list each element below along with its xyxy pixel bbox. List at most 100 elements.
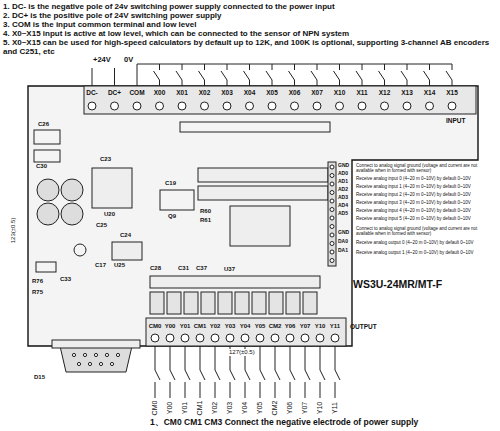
label-text: CM0	[149, 323, 162, 330]
terminal-screw	[330, 191, 334, 195]
wire	[305, 346, 306, 370]
relay	[167, 292, 181, 314]
label-text: Y10	[315, 323, 326, 330]
pin-label: CM2	[271, 401, 279, 416]
label-text: X11	[356, 89, 367, 96]
wire	[260, 346, 261, 370]
pin-label: Y06	[286, 402, 294, 414]
wire	[452, 64, 453, 70]
label-text: AD3	[338, 195, 348, 201]
relay	[252, 292, 266, 314]
wire	[401, 71, 407, 80]
relay	[150, 292, 164, 314]
note-text: Connect to analog signal ground (voltage…	[356, 163, 496, 173]
wire	[362, 80, 363, 86]
wire	[92, 68, 93, 86]
label-text: CM2	[269, 323, 282, 330]
note-text: WS3U-24MR/MT-F	[353, 278, 443, 290]
wire	[407, 64, 408, 70]
pin-label: Y07	[301, 402, 309, 414]
pin-label: Y02	[211, 402, 219, 414]
wire	[215, 346, 216, 370]
wire	[137, 64, 452, 65]
terminal-screw	[105, 353, 108, 356]
wire	[114, 68, 115, 86]
wire	[159, 64, 160, 70]
label-text: R60	[200, 208, 211, 215]
label-text: DA1	[338, 248, 348, 254]
label-text: Y01	[180, 323, 191, 330]
wire	[200, 370, 205, 380]
wire	[334, 71, 340, 80]
wire	[199, 71, 205, 80]
note-text: Receive analog output 1 (4~20 m 0~10V) b…	[356, 250, 496, 255]
relay	[269, 292, 283, 314]
wire	[335, 382, 336, 398]
note-text: 4. X0~X15 input is active at low level, …	[3, 29, 497, 38]
wire	[272, 64, 273, 70]
label-text: Y06	[285, 323, 296, 330]
wire	[272, 80, 273, 86]
terminal-screw	[426, 102, 434, 110]
wire	[200, 382, 201, 398]
wire	[249, 80, 250, 86]
wire	[154, 71, 160, 80]
wire	[155, 346, 156, 370]
wire	[245, 370, 250, 380]
note-text: 1. DC- is the negative pole of 24v switc…	[3, 2, 497, 11]
label-text: Y02	[210, 323, 221, 330]
wire	[429, 80, 430, 86]
wire	[185, 382, 186, 398]
label-text: X01	[176, 89, 188, 96]
wire	[182, 64, 183, 70]
label-text: R61	[200, 217, 211, 224]
label-text: R75	[32, 289, 43, 296]
label-text: D15	[34, 374, 45, 381]
terminal-screw	[330, 250, 334, 254]
wire	[227, 64, 228, 70]
label-text: R76	[32, 278, 43, 285]
label-text: Y00	[165, 323, 176, 330]
terminal-screw	[99, 362, 102, 365]
label-text: AD2	[338, 187, 348, 193]
label-text: X03	[221, 89, 233, 96]
wire	[289, 71, 295, 80]
terminal-screw	[256, 334, 264, 342]
wire	[320, 370, 325, 380]
terminal-screw	[271, 334, 279, 342]
label-text: C28	[150, 265, 161, 272]
wire	[290, 370, 295, 380]
note-text: 5. X0~X15 can be used for high-speed cal…	[3, 38, 497, 56]
label-text: U20	[104, 211, 115, 218]
terminal-screw	[301, 334, 309, 342]
wire	[424, 71, 430, 80]
terminal-screw	[88, 362, 91, 365]
pin-label: Y00	[166, 402, 174, 414]
label-text: AD1	[338, 179, 348, 185]
wire	[407, 80, 408, 86]
terminal-screw	[166, 334, 174, 342]
label-text: AD5	[338, 211, 348, 217]
pin-label: CM0	[151, 401, 159, 416]
terminal-screw	[330, 242, 334, 246]
label-text: CM1	[194, 323, 207, 330]
wire	[170, 382, 171, 398]
label-text: Y05	[255, 323, 266, 330]
pin-label: Y10	[316, 402, 324, 414]
wire	[176, 71, 182, 80]
label-text: DC-	[86, 89, 98, 96]
terminal-screw	[448, 102, 456, 110]
wire	[362, 64, 363, 70]
label-text: X02	[199, 89, 211, 96]
wire	[221, 71, 227, 80]
label-text: Y03	[225, 323, 236, 330]
wire	[294, 64, 295, 70]
terminal-screw	[268, 102, 276, 110]
wire	[335, 346, 336, 370]
wire	[185, 370, 190, 380]
wire	[266, 71, 272, 80]
terminal-screw	[133, 102, 141, 110]
terminal-screw	[201, 102, 209, 110]
wire	[244, 71, 250, 80]
wire	[245, 382, 246, 398]
